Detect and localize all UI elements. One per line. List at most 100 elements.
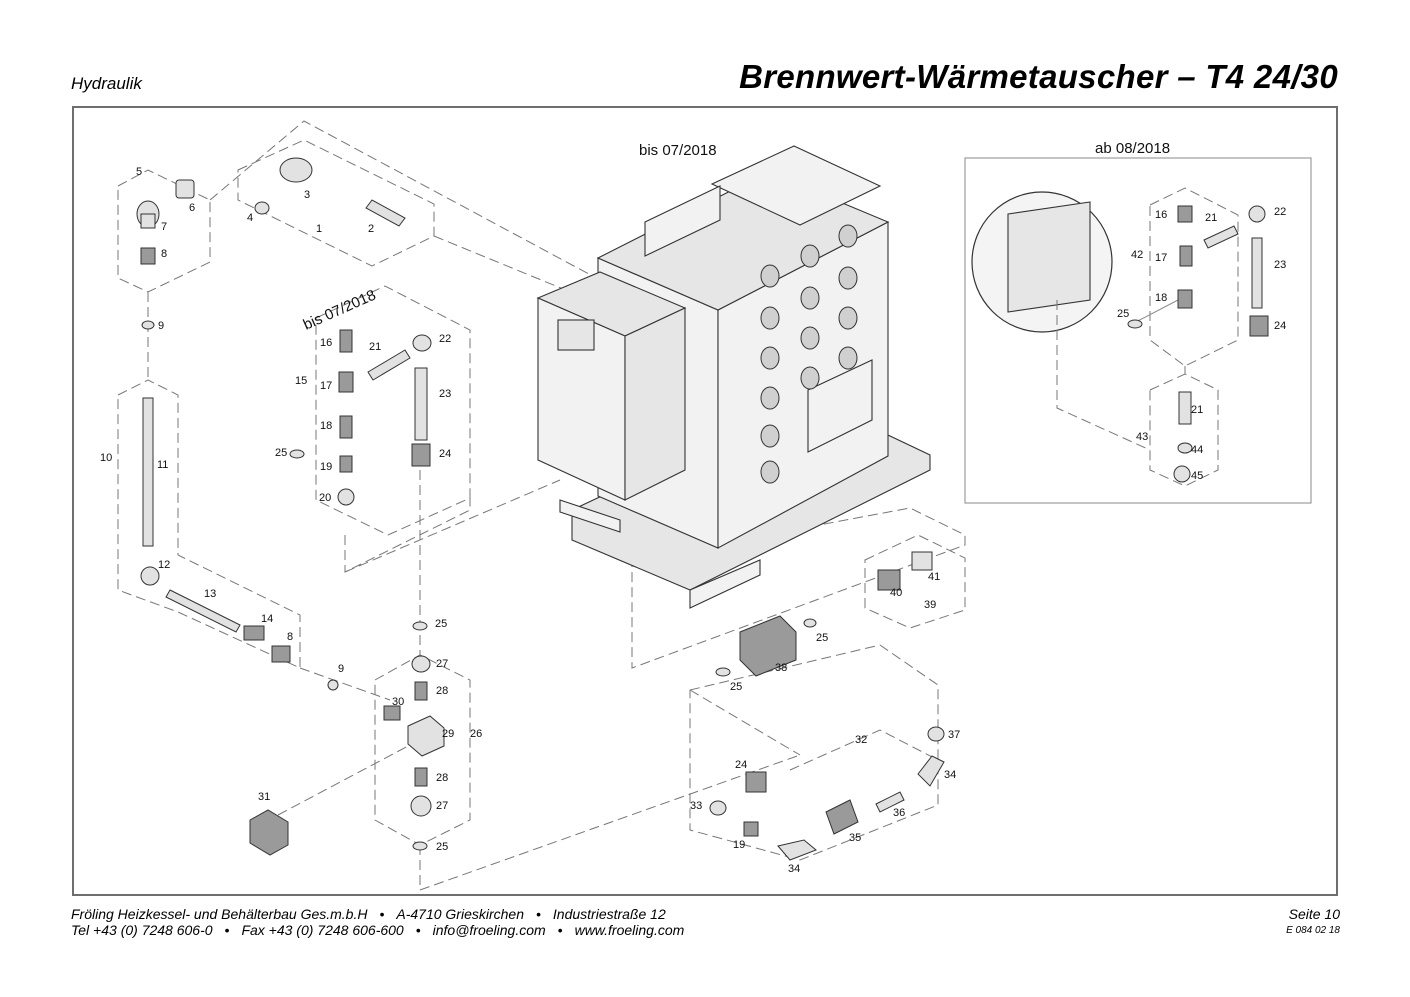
part-18-fitting	[339, 415, 353, 439]
part-number: 30	[392, 696, 404, 708]
boiler-top-box	[710, 145, 882, 226]
part-36-pipe	[875, 791, 905, 813]
parts-group-26	[249, 621, 445, 856]
part-number: 16	[1155, 209, 1167, 221]
part-number: 19	[320, 461, 332, 473]
part-number: 22	[1274, 206, 1286, 218]
part-7-stub	[140, 213, 156, 229]
part-38-pump	[739, 615, 797, 677]
group-outline-1	[237, 139, 435, 267]
part-number-labels: 5 6 7 8 9 3 4 1 2 10 11 12 13 14 8 9 16 …	[100, 166, 1286, 875]
group-outline-10	[117, 379, 301, 669]
part-22-elbow	[412, 334, 432, 352]
part-16-air-vent	[339, 329, 353, 353]
part-33-nut	[709, 800, 727, 816]
boiler-pipe-stub	[559, 499, 621, 533]
part-25-seal-pump-left	[715, 667, 731, 677]
part-3-elbow	[279, 157, 313, 183]
part-number: 40	[890, 587, 902, 599]
part-number: 18	[320, 420, 332, 432]
part-number: 2	[368, 223, 374, 235]
group-outline-5	[117, 169, 211, 293]
footer-phone: Tel +43 (0) 7248 606-0	[71, 922, 213, 938]
parts-new	[1127, 205, 1269, 483]
part-11-pipe	[142, 397, 154, 547]
part-21-pipe-new	[1203, 225, 1239, 249]
parts-lower	[709, 551, 945, 861]
part-28-nipple-bottom	[414, 767, 428, 787]
part-number: 20	[319, 492, 331, 504]
part-24-valve-new	[1249, 315, 1269, 337]
section-label: Hydraulik	[71, 74, 142, 93]
part-27-nut-bottom	[410, 795, 432, 817]
part-number: 23	[439, 388, 451, 400]
footer-web: www.froeling.com	[574, 922, 685, 938]
connector-dash-top	[209, 120, 601, 281]
boiler-body	[536, 145, 931, 609]
part-number: 24	[439, 448, 451, 460]
footer-email: info@froeling.com	[432, 922, 546, 938]
part-17-tee-new	[1179, 245, 1193, 267]
part-number: 39	[924, 599, 936, 611]
footer-address: A-4710 Grieskirchen	[396, 906, 524, 922]
part-number: 12	[158, 559, 170, 571]
part-number: 44	[1191, 444, 1203, 456]
variant-label-old-left: bis 07/2018	[301, 287, 379, 334]
part-29-valve-body	[407, 715, 445, 757]
part-number: 8	[161, 248, 167, 260]
part-9-seal-bottom	[327, 679, 339, 691]
part-number: 5	[136, 166, 142, 178]
variant-panel-new	[964, 157, 1312, 504]
part-number: 43	[1136, 431, 1148, 443]
group-outline-32-inner	[789, 729, 939, 771]
part-number: 34	[944, 769, 956, 781]
connector-dash-lower	[419, 754, 801, 891]
part-number: 25	[730, 681, 742, 693]
connector-dash-31	[277, 744, 411, 816]
part-41-union	[911, 551, 933, 571]
footer-separator: •	[415, 922, 421, 938]
part-24-valve-lower	[745, 771, 767, 793]
part-number: 6	[189, 202, 195, 214]
part-number: 9	[338, 663, 344, 675]
part-number: 26	[470, 728, 482, 740]
part-number: 19	[733, 839, 745, 851]
part-number: 31	[258, 791, 270, 803]
connector-dash-32	[689, 689, 801, 756]
part-40-ball-valve	[877, 569, 901, 591]
parts-left	[136, 157, 406, 691]
connector-dash-9	[299, 667, 391, 701]
part-number: 21	[1205, 212, 1217, 224]
part-28-nipple-top	[414, 681, 428, 701]
part-25-seal-top	[412, 621, 428, 631]
footer-line-2: Tel +43 (0) 7248 606-0•Fax +43 (0) 7248 …	[71, 922, 684, 938]
part-4-seal	[254, 201, 270, 215]
part-number: 28	[436, 772, 448, 784]
footer-company: Fröling Heizkessel- und Behälterbau Ges.…	[71, 906, 368, 922]
group-outline-20-tail	[344, 498, 471, 573]
part-number: 21	[369, 341, 381, 353]
part-21-pipe	[367, 349, 411, 381]
page-title: Brennwert-Wärmetauscher – T4 24/30	[739, 58, 1338, 95]
part-8-fitting-top	[140, 247, 156, 265]
part-number: 25	[436, 841, 448, 853]
part-44-seal	[1177, 442, 1193, 454]
part-number: 24	[1274, 320, 1286, 332]
footer-street: Industriestraße 12	[552, 906, 666, 922]
part-number: 45	[1191, 470, 1203, 482]
part-number: 4	[247, 212, 253, 224]
part-6-nipple	[175, 179, 195, 199]
part-17-tee	[338, 371, 354, 393]
part-number: 17	[1155, 252, 1167, 264]
boiler-service-opening	[807, 359, 873, 453]
detail-boiler-wall	[1007, 201, 1091, 313]
variant-label-old-top: bis 07/2018	[639, 142, 717, 159]
part-number: 7	[161, 221, 167, 233]
part-number: 17	[320, 380, 332, 392]
part-35-tee	[825, 799, 859, 835]
part-25-seal-bottom	[412, 841, 428, 851]
part-number: 25	[275, 447, 287, 459]
part-number: 24	[735, 759, 747, 771]
part-number: 25	[1117, 308, 1129, 320]
